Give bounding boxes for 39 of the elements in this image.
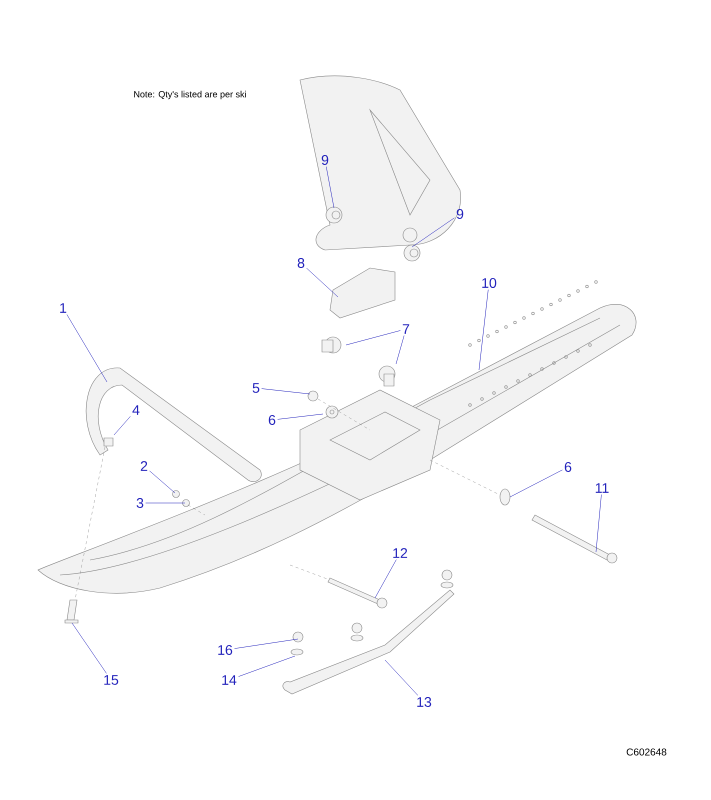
leader-line bbox=[72, 622, 107, 674]
leader-line bbox=[412, 218, 455, 248]
callout-number: 9 bbox=[456, 209, 464, 219]
leader-line bbox=[114, 416, 131, 436]
callout-number: 9 bbox=[322, 155, 328, 165]
leader-line bbox=[384, 660, 418, 696]
callout-number: 6 bbox=[564, 462, 572, 472]
callout-number: 3 bbox=[136, 498, 144, 508]
callout-number: 2 bbox=[140, 461, 148, 471]
leader-line bbox=[346, 330, 401, 346]
callout-number: 4 bbox=[132, 405, 140, 415]
callout-number: 8 bbox=[298, 258, 304, 268]
leader-line bbox=[596, 494, 602, 552]
note-text: Note: Qty's listed are per ski bbox=[134, 90, 246, 100]
callout-number: 6 bbox=[268, 415, 276, 425]
leader-line bbox=[510, 470, 563, 498]
callout-number: 16 bbox=[218, 645, 232, 655]
callout-number: 15 bbox=[104, 675, 118, 685]
leader-line bbox=[261, 388, 310, 394]
leader-line bbox=[374, 559, 397, 598]
leader-line bbox=[66, 314, 108, 382]
leader-line bbox=[478, 289, 488, 370]
leader-line bbox=[396, 335, 404, 364]
callout-number: 11 bbox=[596, 483, 609, 493]
callout-number: 7 bbox=[402, 324, 410, 334]
callout-number: 1 bbox=[60, 303, 66, 313]
callout-number: 14 bbox=[222, 675, 236, 685]
callout-number: 5 bbox=[252, 383, 260, 393]
leader-line bbox=[145, 502, 186, 504]
figure-number: C602648 bbox=[626, 748, 666, 756]
callout-number: 10 bbox=[482, 278, 496, 288]
leader-line bbox=[149, 470, 176, 494]
leader-line bbox=[238, 656, 296, 677]
callout-number: 12 bbox=[393, 548, 408, 558]
leader-line bbox=[306, 268, 338, 298]
leader-line bbox=[234, 638, 298, 649]
leader-line bbox=[326, 166, 334, 208]
callout-number: 13 bbox=[417, 697, 432, 707]
leader-line bbox=[277, 414, 324, 420]
